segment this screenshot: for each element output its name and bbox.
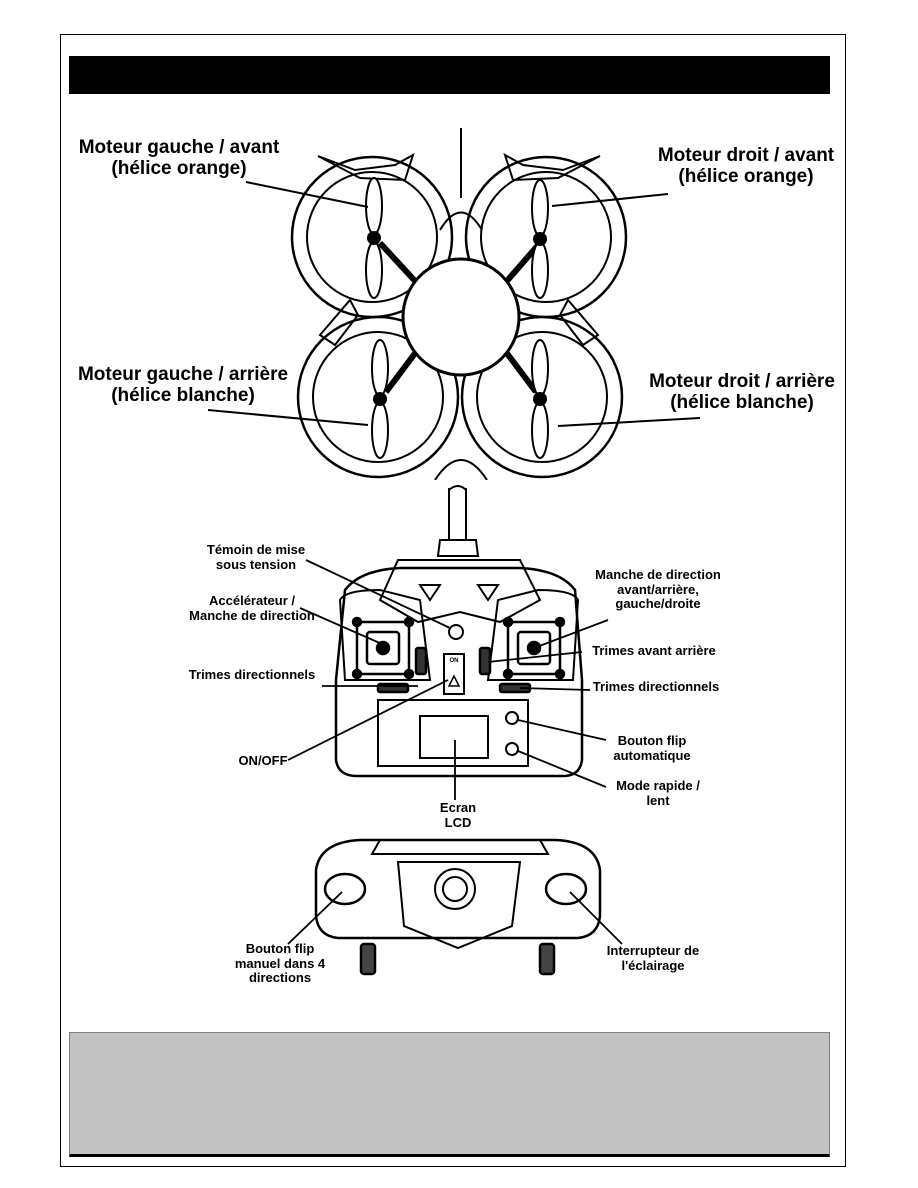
- speed-mode-text-1: Mode rapide /: [616, 778, 700, 793]
- rear-right-motor-text: Moteur droit / arrière: [649, 371, 835, 392]
- rear-left-prop-text: (hélice blanche): [111, 385, 255, 407]
- power-led-text-1: Témoin de mise: [206, 542, 306, 557]
- trims-front-rear-text: Trimes avant arrière: [592, 643, 716, 658]
- label-rear-left-motor: Moteur gauche / arrière (hélice blanche): [70, 364, 296, 407]
- label-auto-flip: Bouton flip automatique: [602, 733, 702, 763]
- label-manual-flip: Bouton flip manuel dans 4 directions: [226, 941, 334, 986]
- front-left-prop-text: (hélice orange): [111, 158, 247, 180]
- auto-flip-text-2: automatique: [613, 747, 691, 763]
- manual-flip-text-2: manuel dans 4: [234, 955, 326, 971]
- lcd-text-2: LCD: [444, 814, 472, 830]
- label-light-switch: Interrupteur de l'éclairage: [596, 943, 710, 973]
- label-throttle: Accélérateur / Manche de direction: [178, 593, 326, 623]
- label-lcd: Ecran LCD: [428, 800, 488, 830]
- footer-box: [69, 1032, 830, 1157]
- drone-body: [401, 257, 521, 377]
- label-rear-right-motor: Moteur droit / arrière (hélice blanche): [640, 371, 844, 414]
- rotor-guard-rear-left: [296, 315, 460, 479]
- throttle-text-1: Accélérateur /: [209, 593, 295, 608]
- propeller-front-right: [531, 179, 549, 299]
- propeller-front-left: [365, 177, 383, 299]
- label-front-left-motor: Moteur gauche / avant (hélice orange): [70, 137, 288, 180]
- auto-flip-text-1: Bouton flip: [617, 733, 687, 748]
- direction-stick-text-1: Manche de direction: [595, 567, 721, 582]
- label-on-off: ON/OFF: [234, 753, 292, 769]
- page-frame: [60, 34, 846, 1167]
- label-trims-left: Trimes directionnels: [180, 667, 324, 683]
- rotor-guard-rear-right: [460, 315, 624, 479]
- direction-stick-text-3: gauche/droite: [615, 596, 701, 612]
- on-off-text: ON/OFF: [238, 753, 288, 768]
- propeller-rear-left: [371, 339, 389, 459]
- label-front-right-motor: Moteur droit / avant (hélice orange): [648, 145, 844, 188]
- front-left-motor-text: Moteur gauche / avant: [78, 137, 280, 158]
- label-trims-front-rear: Trimes avant arrière: [583, 643, 725, 659]
- label-speed-mode: Mode rapide / lent: [606, 778, 710, 808]
- switch-on-mark: ON: [448, 658, 460, 665]
- drone-illustration: [207, 128, 701, 480]
- header-bar: [69, 56, 830, 94]
- trims-left-text: Trimes directionnels: [188, 667, 316, 682]
- manual-flip-text-3: directions: [248, 970, 312, 986]
- label-trims-right: Trimes directionnels: [583, 679, 729, 695]
- front-right-motor-text: Moteur droit / avant: [657, 145, 835, 166]
- switch-on-text: ON: [449, 658, 459, 664]
- label-power-led: Témoin de mise sous tension: [196, 542, 316, 572]
- lcd-text-1: Ecran: [439, 800, 477, 815]
- label-direction-stick: Manche de direction avant/arrière, gauch…: [584, 567, 732, 612]
- rear-left-motor-text: Moteur gauche / arrière: [77, 364, 289, 385]
- trims-right-text: Trimes directionnels: [592, 679, 720, 694]
- direction-stick-text-2: avant/arrière,: [617, 581, 699, 597]
- speed-mode-text-2: lent: [646, 792, 670, 808]
- light-switch-text-2: l'éclairage: [621, 957, 685, 973]
- light-switch-text-1: Interrupteur de: [606, 943, 700, 958]
- manual-flip-text-1: Bouton flip: [245, 941, 315, 956]
- power-led-text-2: sous tension: [215, 556, 297, 572]
- throttle-text-2: Manche de direction: [189, 607, 315, 623]
- propeller-rear-right: [531, 339, 549, 459]
- front-right-prop-text: (hélice orange): [678, 166, 814, 188]
- rear-right-prop-text: (hélice blanche): [670, 392, 814, 414]
